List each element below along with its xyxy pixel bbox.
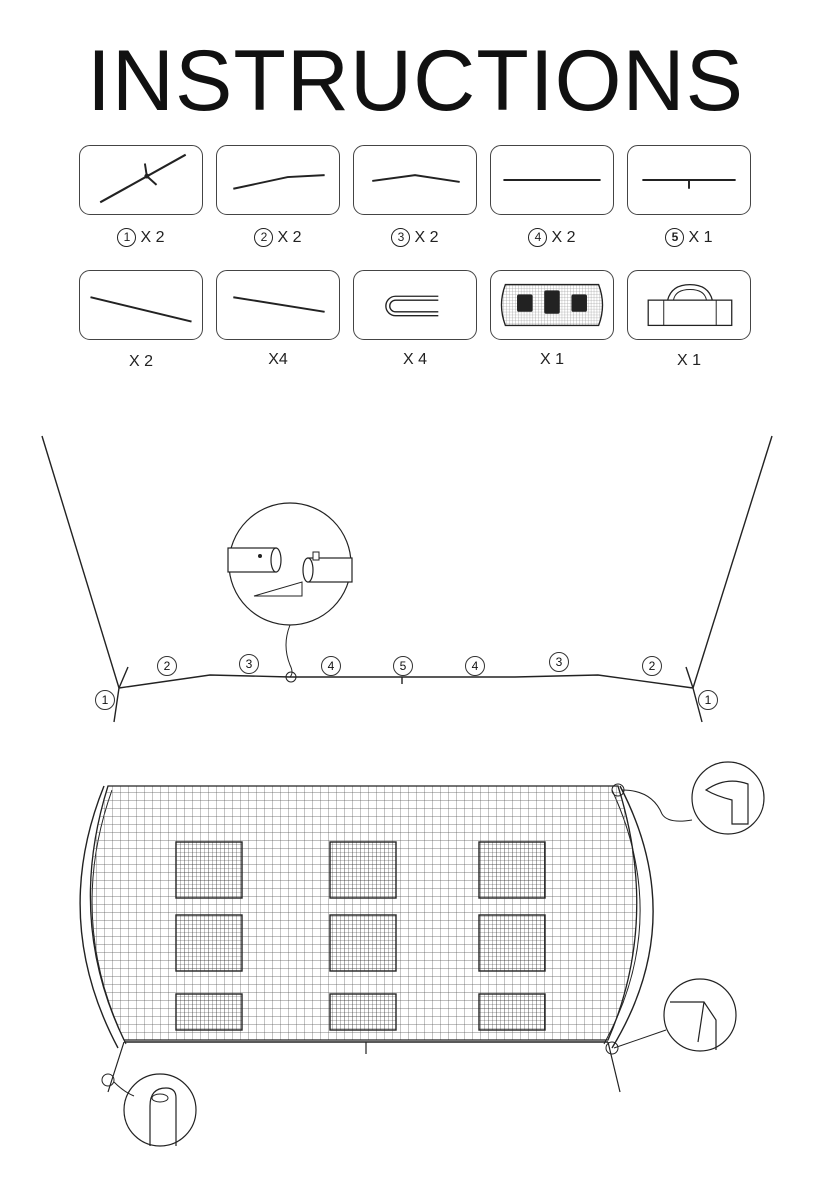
part-4-pole-icon	[503, 179, 601, 181]
target-window-center	[329, 841, 397, 1031]
part-1-box	[79, 145, 203, 215]
part-5-pole-icon	[642, 179, 736, 189]
long-pole-icon	[90, 296, 192, 323]
target-window-left	[175, 841, 243, 1031]
short-pole-icon	[233, 296, 325, 313]
frame-assembly-diagram	[41, 435, 773, 723]
long-pole-qty: X 2	[128, 353, 153, 370]
part-3-box	[353, 145, 477, 215]
bag-box	[627, 270, 751, 340]
net-qty: X 1	[539, 351, 564, 368]
frame-label-3-left: 3	[239, 654, 259, 674]
page-title: INSTRUCTIONS	[87, 33, 744, 129]
part-5-box	[627, 145, 751, 215]
part-1-pole-icon	[99, 153, 187, 204]
frame-label-4-right: 4	[465, 656, 485, 676]
stake-box	[353, 270, 477, 340]
frame-label-2-right: 2	[642, 656, 662, 676]
part-2-box	[216, 145, 340, 215]
part-3-pole-icon	[372, 174, 460, 183]
frame-label-4-left: 4	[321, 656, 341, 676]
target-window-right	[478, 841, 546, 1031]
long-pole-box	[79, 270, 203, 340]
short-pole-box	[216, 270, 340, 340]
frame-label-2-left: 2	[157, 656, 177, 676]
part-2-pole-icon	[233, 174, 325, 190]
stake-qty: X 4	[402, 351, 427, 368]
net-box	[490, 270, 614, 340]
bag-qty: X 1	[676, 352, 701, 369]
frame-label-5: 5	[393, 656, 413, 676]
frame-label-3-right: 3	[549, 652, 569, 672]
short-pole-qty: X4	[268, 351, 288, 368]
carry-bag-icon	[647, 283, 733, 327]
u-stake-icon	[385, 295, 439, 317]
goal-net-icon	[500, 283, 604, 327]
frame-label-1-left: 1	[95, 690, 115, 710]
frame-label-1-right: 1	[698, 690, 718, 710]
part-4-box	[490, 145, 614, 215]
